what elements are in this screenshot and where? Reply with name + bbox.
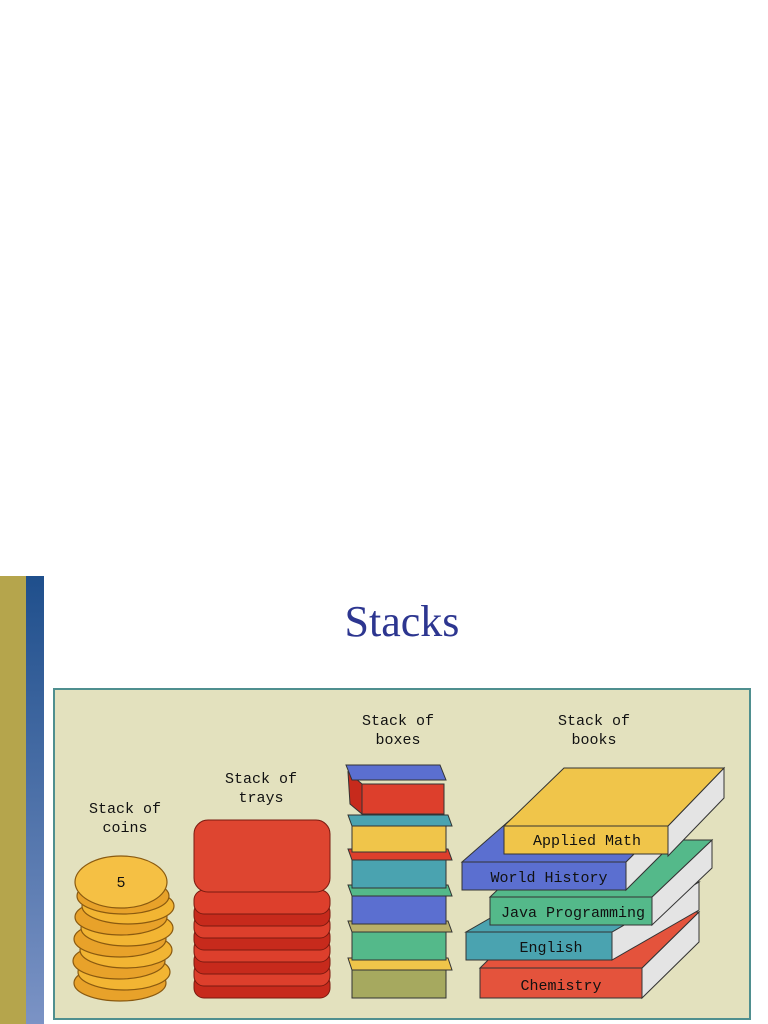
coins-label-line2: coins: [102, 820, 147, 837]
boxes-label-line1: Stack of: [362, 713, 434, 730]
tray: [194, 890, 330, 914]
book-title: Chemistry: [520, 978, 601, 995]
box: [352, 856, 446, 888]
tray-stack: [194, 820, 330, 998]
boxes-label-line2: boxes: [375, 732, 420, 749]
books-label-line1: Stack of: [558, 713, 630, 730]
box-stack: [346, 765, 452, 998]
trays-label-line1: Stack of: [225, 771, 297, 788]
coins-label-line1: Stack of: [89, 801, 161, 818]
books-label-line2: books: [571, 732, 616, 749]
box: [362, 784, 444, 814]
book-title: World History: [490, 870, 607, 887]
box-lid: [348, 815, 452, 826]
box: [352, 892, 446, 924]
trays-label-line2: trays: [238, 790, 283, 807]
book-title: Applied Math: [533, 833, 641, 850]
book-title: Java Programming: [501, 905, 645, 922]
book-title: English: [519, 940, 582, 957]
box-lid: [346, 765, 446, 780]
box: [352, 928, 446, 960]
coin-top-value: 5: [116, 875, 125, 892]
tray-top: [194, 820, 330, 892]
